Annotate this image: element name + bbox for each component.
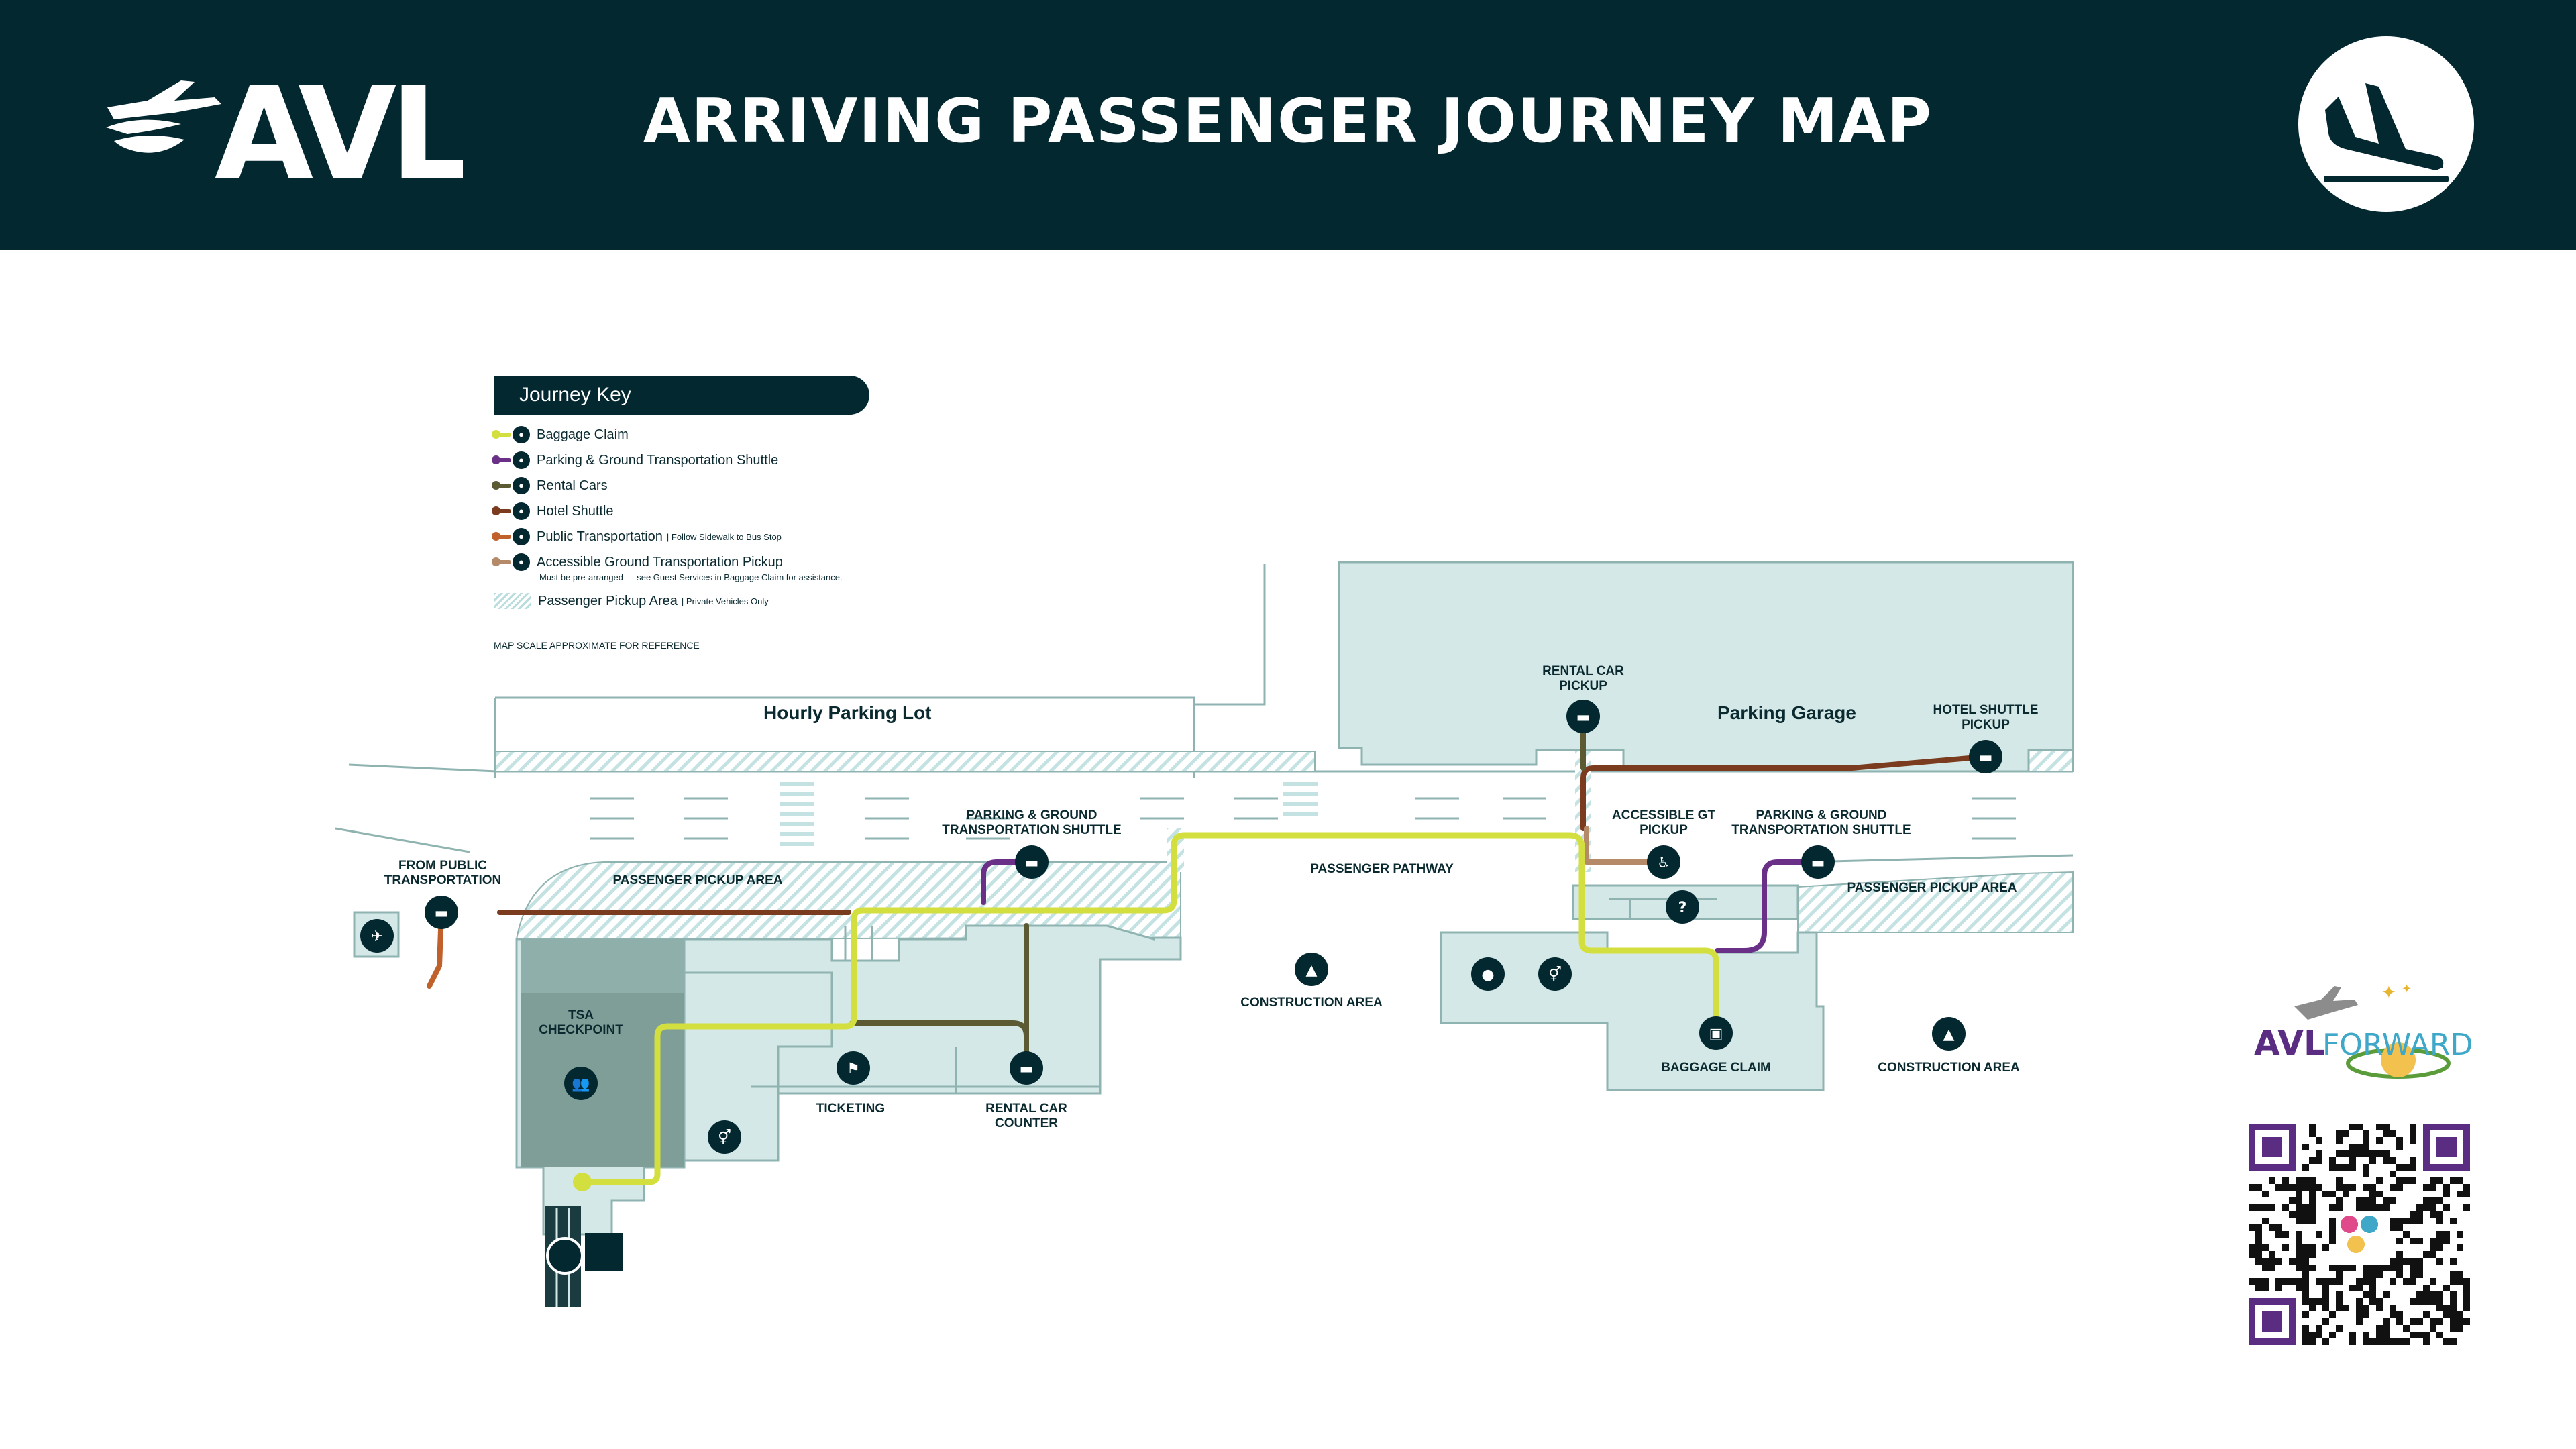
key-item-label: Public Transportation [537,529,663,544]
passenger-pathway-label: PASSENGER PATHWAY [1310,862,1454,876]
key-color-line [492,455,511,464]
construction-label-2: CONSTRUCTION AREA [1878,1061,2020,1075]
parking-shuttle-left-label: PARKING & GROUND TRANSPORTATION SHUTTLE [942,808,1122,837]
bus-icon: ● [513,528,530,545]
key-item: ● Accessible Ground Transportation Pickup [492,551,787,573]
avl-logo: AVL [106,67,463,188]
key-pickup-sub: | Private Vehicles Only [681,596,769,606]
tsa-label: TSA CHECKPOINT [539,1008,623,1037]
svg-text:♿: ♿ [1657,855,1670,871]
svg-text:?: ? [1678,900,1687,916]
pickup-area-left-label: PASSENGER PICKUP AREA [612,873,783,888]
scale-note: MAP SCALE APPROXIMATE FOR REFERENCE [494,640,700,651]
plane-landing-icon [2298,36,2474,212]
key-item-label: Hotel Shuttle [537,503,614,519]
construction-label-1: CONSTRUCTION AREA [1240,996,1383,1010]
svg-text:▬: ▬ [1979,749,1993,766]
parking-shuttle-right-label: PARKING & GROUND TRANSPORTATION SHUTTLE [1731,808,1911,837]
hotel-shuttle-pickup-label: HOTEL SHUTTLE PICKUP [1933,703,2039,732]
svg-text:▬: ▬ [1811,855,1825,871]
rental-counter-label: RENTAL CAR COUNTER [985,1102,1067,1130]
svg-text:👥: 👥 [572,1076,590,1093]
key-color-line [492,430,511,439]
key-item-sub: | Follow Sidewalk to Bus Stop [666,531,782,542]
svg-text:●: ● [1481,967,1494,983]
svg-text:⚥: ⚥ [1548,965,1562,983]
map-icons [353,700,2002,1154]
avl-forward-logo: AVL FORWARD ✦ ✦ [2254,982,2473,1079]
logo-text: AVL [215,67,463,188]
key-item: ● Rental Cars [492,475,612,496]
key-color-line [492,532,511,541]
terminal-map: ▬ ▬ ♿ ? ▬ ▬ ▬ ✈ 👥 ⚑ ▬ ⚥ ● ⚥ ▣ ▲ ▲ [335,561,2074,1307]
accessible-icon: ● [513,553,530,571]
svg-text:▣: ▣ [1709,1026,1723,1042]
key-item-label: Parking & Ground Transportation Shuttle [537,452,779,468]
key-item-label: Baggage Claim [537,427,629,442]
svg-text:✦: ✦ [2402,982,2412,996]
ticketing-label: TICKETING [816,1102,885,1116]
svg-text:⚥: ⚥ [718,1128,731,1146]
page-title: ARRIVING PASSENGER JOURNEY MAP [643,86,1933,156]
key-color-line [492,506,511,515]
car-icon: ● [513,477,530,494]
svg-text:▲: ▲ [1943,1026,1955,1043]
key-item: ● Public Transportation| Follow Sidewalk … [492,526,782,547]
avl-forward-text-a: AVL [2254,1024,2325,1063]
svg-text:✦: ✦ [2381,982,2396,1002]
svg-text:▬: ▬ [1576,709,1591,726]
hotel-shuttle-icon: ● [513,502,530,520]
key-pickup-area: Passenger Pickup Area | Private Vehicles… [494,590,769,612]
from-public-label: FROM PUBLIC TRANSPORTATION [384,859,502,888]
pickup-area-right-label: PASSENGER PICKUP AREA [1847,881,2017,895]
header-bar: AVL ARRIVING PASSENGER JOURNEY MAP [0,0,2576,250]
parking-garage-label: Parking Garage [1717,702,1856,723]
svg-text:▬: ▬ [1025,855,1039,871]
shuttle-icon: ● [513,451,530,469]
key-color-line [492,481,511,490]
key-item: ● Baggage Claim [492,424,633,445]
key-item-label: Rental Cars [537,478,608,493]
svg-text:✈: ✈ [371,928,383,945]
baggage-claim-label: BAGGAGE CLAIM [1661,1061,1771,1075]
suitcase-icon: ● [513,426,530,443]
key-pickup-label: Passenger Pickup Area [538,593,678,608]
accessible-gt-label: ACCESSIBLE GT PICKUP [1611,808,1716,837]
svg-text:▬: ▬ [435,905,449,922]
accessible-note: Must be pre-arranged — see Guest Service… [539,572,843,582]
qr-code-icon[interactable] [2249,1124,2470,1345]
svg-text:▬: ▬ [1020,1061,1034,1077]
avl-forward-text-b: FORWARD [2322,1028,2473,1062]
svg-text:⚑: ⚑ [847,1061,860,1077]
journey-key-title: Journey Key [494,376,869,415]
key-color-line [492,557,511,566]
svg-text:▲: ▲ [1306,962,1318,979]
key-item: ● Hotel Shuttle [492,500,618,522]
rental-car-pickup-label: RENTAL CAR PICKUP [1542,664,1624,693]
key-item-label: Accessible Ground Transportation Pickup [537,554,783,570]
hourly-parking-label: Hourly Parking Lot [763,702,932,723]
key-item: ● Parking & Ground Transportation Shuttle [492,449,782,471]
hatch-swatch [494,593,531,609]
